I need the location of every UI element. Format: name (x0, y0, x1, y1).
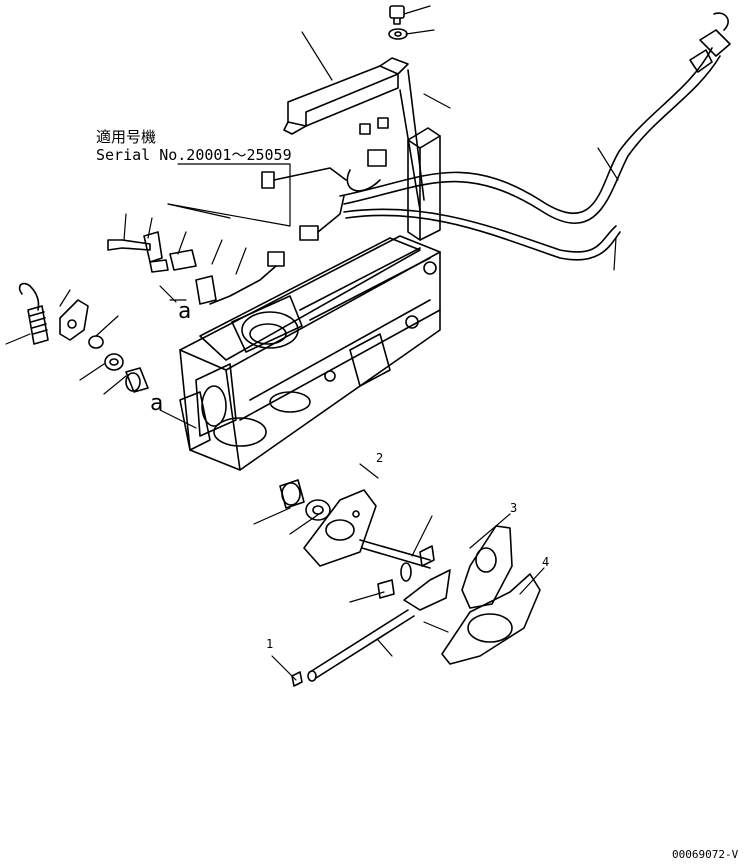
pin-lower (291, 671, 303, 687)
washer-left (104, 353, 124, 371)
harness-connector-end (699, 29, 731, 57)
shaft-short (359, 539, 431, 561)
leader-lines (5, 5, 619, 681)
wiring-harness (339, 12, 731, 261)
bolt-mid-2 (377, 579, 395, 599)
long-rod (309, 609, 409, 673)
cover-large (441, 573, 541, 665)
bracket-left (143, 231, 163, 263)
bushing-flange (305, 499, 331, 521)
lever-bracket (403, 569, 451, 611)
item-number-2: 2 (376, 451, 383, 465)
bolt-left (107, 239, 151, 251)
connectors (209, 117, 389, 305)
nut-left (88, 335, 104, 349)
lever-post (407, 127, 441, 241)
lever-plate (303, 489, 377, 567)
lower-mechanism (279, 479, 541, 687)
bolt-mid (419, 545, 435, 567)
item-number-1: 1 (266, 637, 273, 651)
detail-marker-a-upper: a (178, 299, 191, 324)
cover-small (461, 525, 513, 609)
limit-switch (261, 171, 275, 189)
control-box (179, 235, 441, 471)
small-parts-left (18, 231, 217, 393)
top-washer (388, 28, 408, 40)
cover-plate (283, 57, 409, 135)
bushing-left (125, 367, 149, 393)
detail-marker-a-lower: a (150, 391, 163, 416)
item-number-4: 4 (542, 555, 549, 569)
applicability-label: 適用号機 (96, 128, 156, 146)
spring (27, 305, 49, 345)
spring-bracket (59, 299, 89, 341)
switch-small (169, 249, 197, 271)
spring-hook (18, 282, 40, 311)
item-number-3: 3 (510, 501, 517, 515)
serial-range: Serial No.20001～25059 (96, 146, 292, 164)
top-bolt (388, 5, 408, 40)
document-number: 00069072-V (672, 848, 739, 861)
